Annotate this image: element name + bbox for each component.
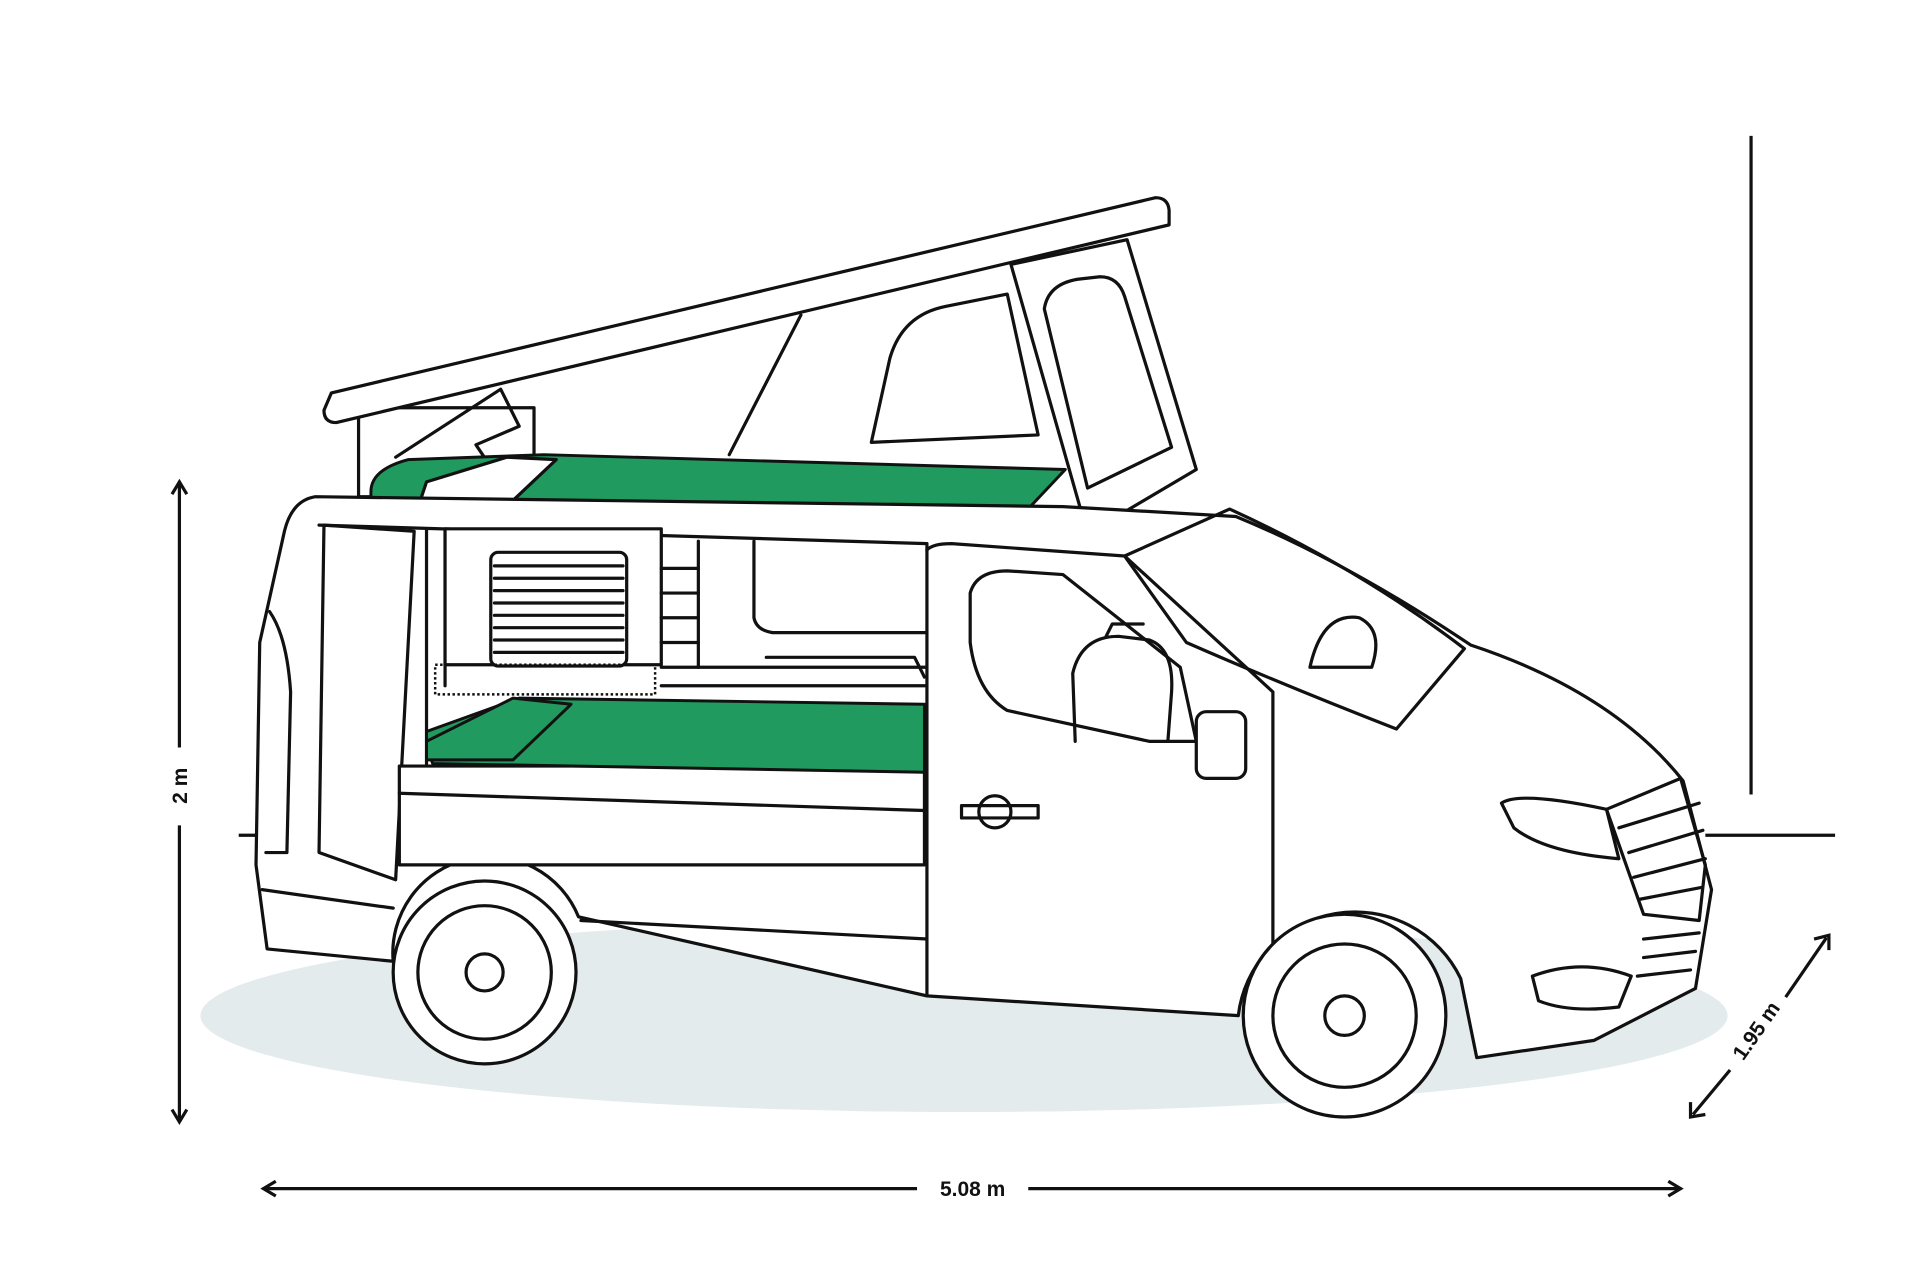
bed-edge [397, 791, 927, 813]
wardrobe-grille [489, 550, 629, 668]
fog-light [1530, 965, 1633, 1011]
width-label: 1.95 m [1729, 998, 1785, 1065]
wardrobe-grille-slats [492, 564, 625, 654]
front-grille [1604, 776, 1707, 923]
height-dimension: 2 m [169, 478, 192, 1126]
seat [1071, 622, 1174, 743]
rear-light [264, 610, 293, 855]
counter-stripe [433, 663, 657, 696]
length-dimension: 5.08 m [260, 1178, 1684, 1201]
kitchen-counter [659, 539, 929, 688]
roof-canvas-front-window [1042, 275, 1174, 490]
roof-canvas-line [727, 313, 803, 457]
sill [579, 918, 929, 941]
side-mirror [1194, 710, 1248, 781]
roof-canvas-front [1009, 238, 1198, 536]
bed-box [397, 764, 927, 867]
lower-bed-pillow [425, 696, 573, 762]
front-door [925, 542, 1275, 991]
rear-door [317, 523, 416, 882]
pop-up-roof [322, 196, 1171, 425]
steering-wheel [1308, 615, 1378, 669]
bumper-slats [1635, 931, 1701, 978]
door-handle [959, 794, 1040, 830]
rear-bumper [260, 888, 395, 910]
van [254, 196, 1714, 1119]
length-label: 5.08 m [940, 1178, 1005, 1201]
roof-canvas-window [869, 292, 1040, 444]
height-label: 2 m [169, 768, 192, 804]
headlight [1499, 796, 1621, 861]
front-wheel [1241, 912, 1448, 1119]
front-door-window [968, 569, 1198, 743]
shelves [659, 539, 700, 669]
rear-wheel [391, 879, 578, 1066]
